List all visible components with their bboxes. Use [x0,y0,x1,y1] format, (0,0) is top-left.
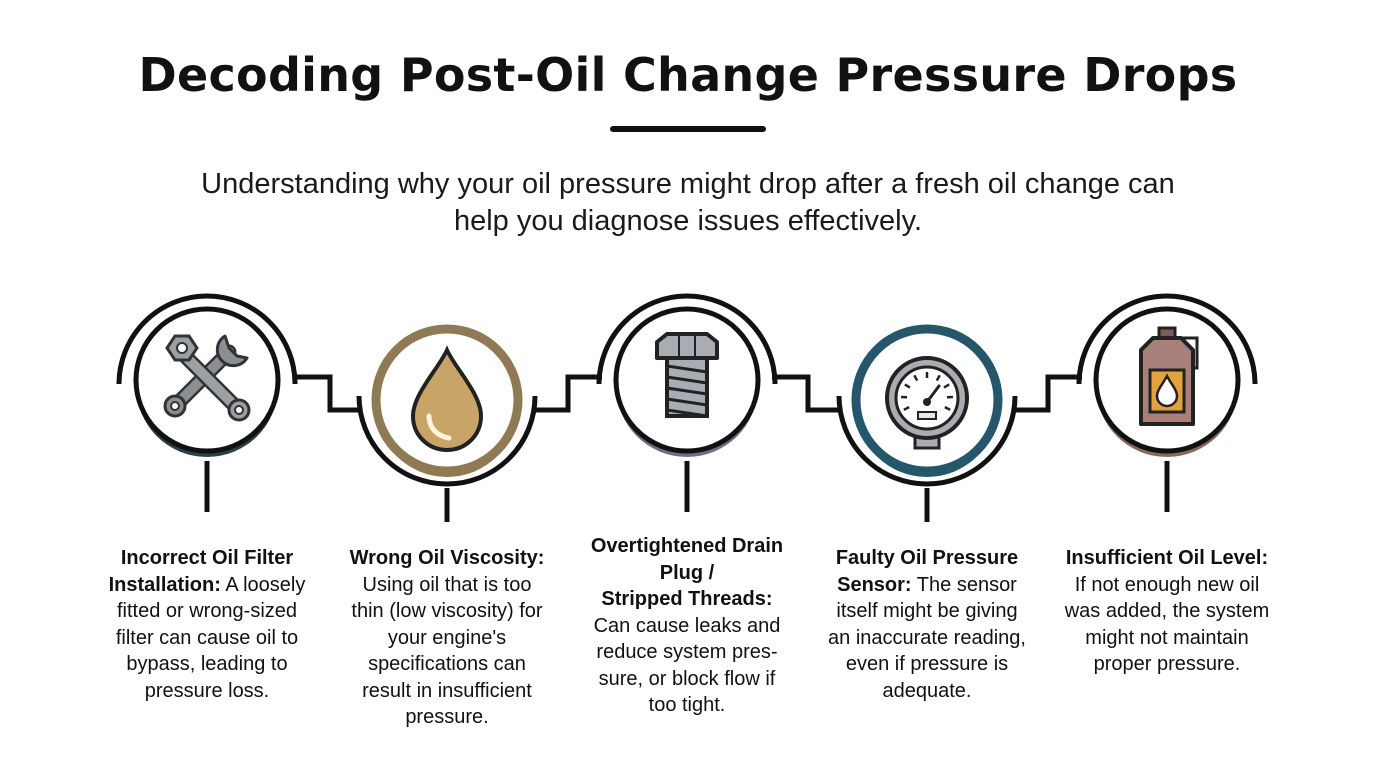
cause-nodes [116,293,1258,522]
cause-title-line: Overtightened Drain [590,535,784,557]
cause-body-line: pressure loss. [144,679,270,702]
cause-body-line: bypass, leading to [126,653,288,675]
cause-body-line: reduce system pres- [596,641,778,663]
cause-body-line: filter can cause oil to [115,626,299,649]
cause-body-line: specifications can [368,653,526,675]
cause-node-5 [1076,293,1258,512]
node-arc-2 [356,395,538,487]
cause-body-line: Can cause leaks and [593,614,781,637]
connector-line-2 [533,374,602,413]
cause-title-line: Insufficient Oil Level: [1065,547,1269,569]
cause-body-line: was added, the system [1064,600,1270,622]
cause-body-line: even if pressure is [845,653,1009,675]
cause-body-line: your engine's [387,626,507,649]
oil-bottle-icon [1139,326,1199,426]
bolt-icon [655,332,719,418]
cause-body-line: too tight. [648,694,726,716]
cause-body-line: result in insufficient [362,679,532,702]
node-arc-4 [836,395,1018,487]
cause-title-line: Stripped Threads: [601,588,773,610]
cause-body-line: Using oil that is too [362,573,532,596]
cause-body-line: The sensor [916,573,1017,596]
cause-node-4 [836,324,1018,522]
cause-body-line: A loosely [225,573,306,596]
cause-body-line: thin (low viscosity) for [351,600,543,622]
subtitle-line-1: Understanding why your oil pressure migh… [201,168,1175,200]
connector-line-1 [294,374,362,413]
cause-body-line: pressure. [405,706,489,728]
cause-caption-5: Insufficient Oil Level: If not enough new… [1052,545,1282,678]
cause-title-line: Wrong Oil Viscosity: [349,547,545,569]
pressure-gauge-icon [885,356,969,450]
cause-title-line: Plug / [659,561,715,584]
cause-body-line: fitted or wrong-sized [116,600,298,622]
cause-node-2 [356,324,538,522]
cause-body-line: might not maintain [1085,626,1249,649]
title-underline [610,126,766,132]
cause-body-line: proper pressure. [1093,653,1241,675]
cause-body-line: itself might be giving [836,600,1018,622]
page-title: Decoding Post-Oil Change Pressure Drops [138,48,1238,102]
cause-body-line: sure, or block flow if [598,667,776,690]
node-arc-1 [116,293,298,385]
node-arc-5 [1076,293,1258,385]
cause-body-line: If not enough new oil [1074,573,1260,596]
connector-line-4 [1013,374,1082,413]
node-arc-3 [596,293,778,385]
cause-body-line: adequate. [882,679,972,702]
cause-title-line: Sensor: [837,573,912,596]
wrench-icon [163,334,251,422]
cause-title-line: Faulty Oil Pressure [835,547,1019,569]
cause-body-line: an inaccurate reading, [828,626,1026,649]
connector-lines [294,374,1082,413]
subtitle-line-2: help you diagnose issues effectively. [453,205,923,237]
cause-title-line: Installation: [108,573,221,596]
cause-caption-2: Wrong Oil Viscosity: Using oil that is to… [332,545,562,731]
page-subtitle: Understanding why your oil pressure migh… [150,166,1226,240]
cause-node-1 [116,293,298,512]
connector-line-3 [772,374,840,413]
cause-title-line: Incorrect Oil Filter [120,547,294,569]
cause-node-3 [596,293,778,512]
oil-drop-icon [410,345,484,453]
